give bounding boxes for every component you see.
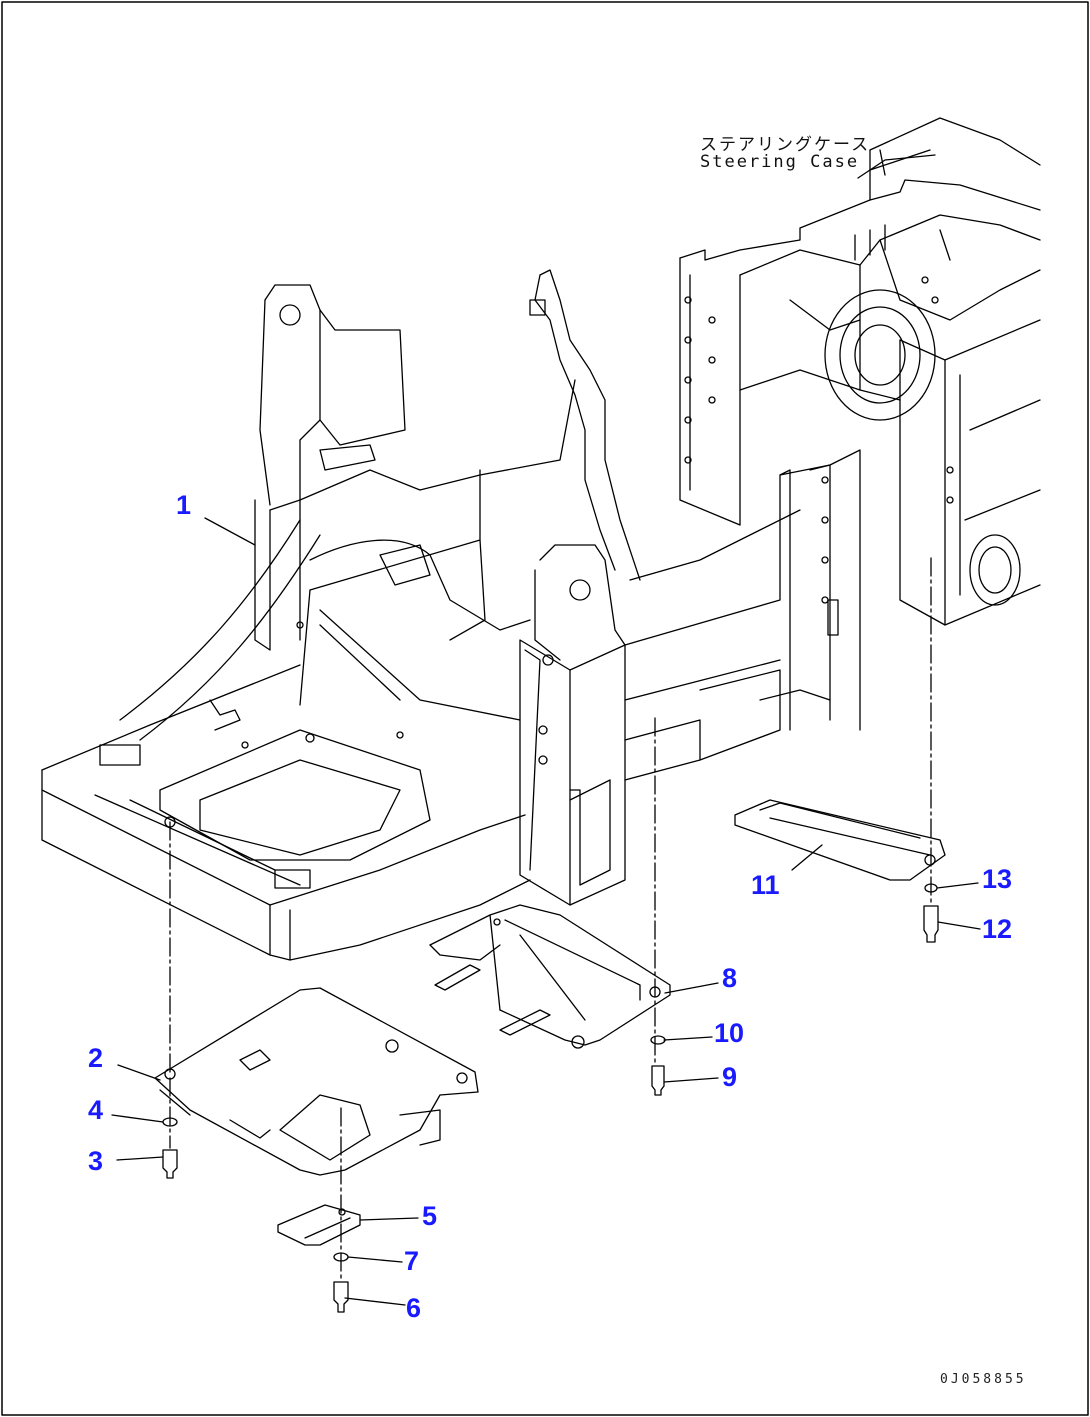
washer-10 — [650, 1035, 666, 1045]
steering-case — [679, 117, 1041, 626]
bracket-plate — [429, 904, 671, 1049]
callout-13: 13 — [982, 864, 1013, 894]
bolt-12 — [923, 905, 939, 943]
callout-6: 6 — [406, 1293, 422, 1323]
callout-12: 12 — [982, 914, 1013, 944]
case-label-leader — [857, 154, 936, 179]
callout-3: 3 — [88, 1146, 104, 1176]
callout-1: 1 — [176, 490, 192, 520]
leader-lines — [111, 517, 981, 1306]
bolt-9 — [651, 1065, 665, 1096]
callout-10: 10 — [714, 1018, 745, 1048]
callout-4: 4 — [88, 1095, 104, 1125]
floor-plate — [154, 987, 479, 1176]
drawing-code: 0J058855 — [940, 1372, 1027, 1387]
callout-9: 9 — [722, 1062, 738, 1092]
callout-7: 7 — [404, 1246, 420, 1276]
long-plate — [734, 799, 946, 881]
steering-case-label-en: Steering Case — [700, 152, 860, 172]
bolt-6 — [333, 1281, 349, 1313]
assembly-centerlines — [169, 557, 932, 1281]
main-frame — [41, 269, 861, 961]
steering-case-label-jp: ステアリングケース — [700, 135, 871, 155]
callout-2: 2 — [88, 1043, 104, 1073]
callout-11: 11 — [751, 870, 780, 900]
callout-8: 8 — [722, 963, 738, 993]
callout-5: 5 — [422, 1201, 438, 1231]
bolt-3 — [162, 1149, 178, 1179]
small-plate — [277, 1204, 361, 1246]
